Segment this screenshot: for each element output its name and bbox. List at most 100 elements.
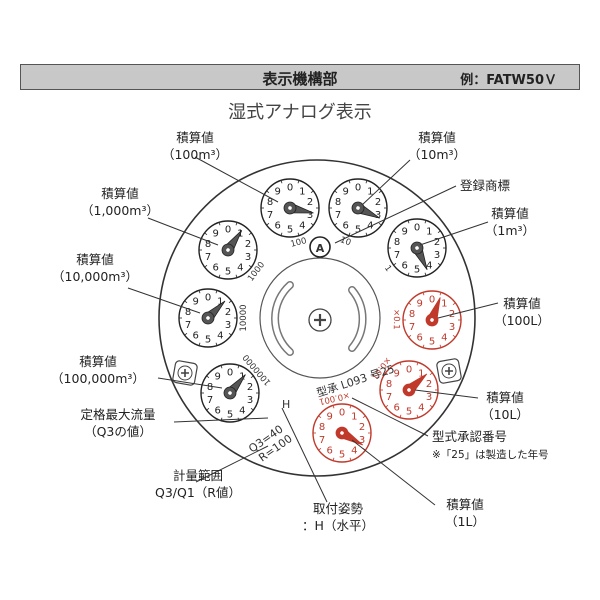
dial-digit: 4 (351, 446, 357, 457)
dial-digit: 7 (207, 395, 213, 406)
dial-digit: 9 (275, 187, 281, 198)
dial-digit: 5 (225, 267, 231, 278)
dial-digit: 4 (299, 221, 305, 232)
dial-digit: 8 (185, 307, 191, 318)
dial-digit: 0 (287, 183, 293, 194)
dial-digit: 0 (414, 223, 420, 234)
dial-digit: 7 (319, 435, 325, 446)
trademark-logo: A (309, 236, 331, 258)
dial-digit: 5 (227, 410, 233, 421)
dial-digit: 1 (367, 187, 373, 198)
dial-digit: 6 (394, 403, 400, 414)
dial-digit: 4 (426, 261, 432, 272)
dial-digit: 8 (207, 382, 213, 393)
dial-digit: 5 (355, 225, 361, 236)
label-l10l: 積算値（10L） (481, 390, 529, 422)
dials-layer: 0123456789100012345678910012345678910123… (178, 178, 462, 463)
dial-digit: 1 (299, 187, 305, 198)
dial-digit: 8 (335, 197, 341, 208)
dial-digit: 7 (394, 250, 400, 261)
dial-pointer (283, 201, 314, 215)
dial-digit: 7 (205, 252, 211, 263)
dial-digit: 5 (406, 407, 412, 418)
dial-digit: 0 (225, 225, 231, 236)
dial-digit: 9 (402, 227, 408, 238)
dial-multiplier: 10 (339, 235, 353, 248)
dial-digit: 7 (185, 320, 191, 331)
dial-digit: 6 (343, 221, 349, 232)
dial-digit: 8 (205, 239, 211, 250)
dial-digit: 3 (359, 435, 365, 446)
dial-digit: 2 (426, 379, 432, 390)
dial-digit: 9 (193, 297, 199, 308)
header-bar: 表示機構部 例：FATW50Ｖ (20, 64, 580, 90)
dial-pointer (223, 374, 246, 400)
dial-digit: 6 (402, 261, 408, 272)
dial-digit: 3 (307, 210, 313, 221)
dial-digit: 6 (417, 333, 423, 344)
dial-pointer (402, 373, 428, 397)
label-l10: 積算値（10m³） (408, 130, 466, 162)
dial-multiplier: 1 (382, 264, 393, 274)
dial-digit: 7 (335, 210, 341, 221)
dial-digit: 2 (434, 237, 440, 248)
dial-digit: 4 (239, 406, 245, 417)
dial-digit: 4 (217, 331, 223, 342)
dial-digit: 2 (225, 307, 231, 318)
dial-pointer (351, 201, 380, 219)
dial-digit: 2 (375, 197, 381, 208)
dial-digit: 9 (343, 187, 349, 198)
dial-digit: 0 (355, 183, 361, 194)
right-screw-icon (436, 358, 462, 384)
dial-pointer (335, 426, 364, 446)
label-lmodel: 型式承認番号※「25」は製造した年号 (432, 429, 549, 461)
dial-digit: 5 (287, 225, 293, 236)
dial-digit: 4 (418, 403, 424, 414)
dial-digit: 0 (205, 293, 211, 304)
dial-digit: 1 (217, 297, 223, 308)
dial-digit: 3 (449, 322, 455, 333)
svg-text:A: A (316, 242, 325, 255)
dial-digit: 0 (406, 365, 412, 376)
dial-digit: 9 (327, 412, 333, 423)
dial-digit: 7 (267, 210, 273, 221)
label-lh: 取付姿勢：H（水平） (302, 501, 374, 533)
h-text: H (282, 398, 290, 411)
dial-digit: 9 (215, 372, 221, 383)
dial-digit: 8 (409, 309, 415, 320)
dial-digit: 9 (394, 369, 400, 380)
dial-digit: 6 (275, 221, 281, 232)
dial-digit: 5 (205, 335, 211, 346)
dial-digit: 4 (237, 263, 243, 274)
header-title: 表示機構部 (262, 70, 338, 88)
dial-digit: 5 (429, 337, 435, 348)
dial-digit: 1 (418, 369, 424, 380)
dial-digit: 0 (429, 295, 435, 306)
dial-pointer (201, 300, 226, 325)
dial-digit: 5 (339, 450, 345, 461)
header-example: 例：FATW50Ｖ (460, 73, 557, 88)
label-l100: 積算値（100m³） (162, 130, 228, 162)
subtitle: 湿式アナログ表示 (228, 102, 372, 123)
dial-digit: 7 (386, 392, 392, 403)
dial-digit: 0 (227, 368, 233, 379)
dial-digit: 2 (307, 197, 313, 208)
label-l1m: 積算値（1m³） (485, 206, 535, 238)
dial-digit: 6 (215, 406, 221, 417)
dial-digit: 2 (359, 422, 365, 433)
label-l1000: 積算値（1,000m³） (81, 186, 159, 218)
dial-multiplier: ×0.1 (391, 309, 401, 330)
dial-digit: 3 (247, 395, 253, 406)
dial-pointer (221, 230, 243, 257)
label-ltm: 登録商標 (460, 178, 511, 193)
dial-digit: 3 (434, 250, 440, 261)
dial-digit: 3 (375, 210, 381, 221)
dial-digit: 3 (245, 252, 251, 263)
dial-digit: 8 (386, 379, 392, 390)
label-l10000: 積算値（10,000m³） (52, 252, 138, 284)
